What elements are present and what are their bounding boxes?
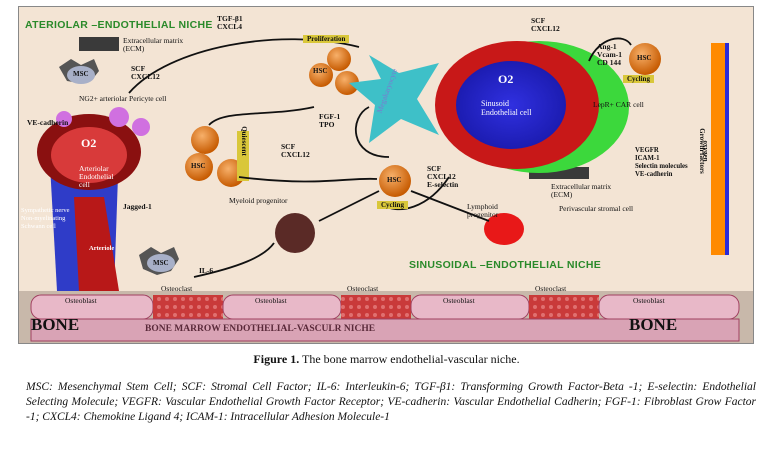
o2-label-left: O2 bbox=[81, 136, 97, 150]
msc-label-bottom: MSC bbox=[153, 259, 169, 267]
osteoblast-label-3: Osteoblast bbox=[443, 296, 475, 305]
il6-label: IL-6 bbox=[199, 266, 214, 275]
ang-vcam-cd144-label: Ang-1 Vcam-1 CD 144 bbox=[597, 42, 622, 67]
scf-cxcl12-a-label: SCF CXCL12 bbox=[131, 64, 160, 81]
arteriole-shape bbox=[37, 107, 150, 291]
niche-bottom-title: SINUSOIDAL –ENDOTHELIAL NICHE bbox=[409, 259, 602, 271]
arteriole-label: Arteriole bbox=[89, 245, 115, 252]
arteriolar-endothelial-label: Arteriolar Endothelial cell bbox=[79, 164, 114, 189]
lymphoid-progenitor-label: Lymphoid progenitor bbox=[467, 202, 499, 219]
cycling-hsc-center bbox=[379, 165, 411, 197]
osteoblast-label-4: Osteoblast bbox=[633, 296, 665, 305]
figure-caption: Figure 1. The bone marrow endothelial-va… bbox=[0, 352, 773, 367]
ecm-top-label: Extracellular matrix (ECM) bbox=[123, 36, 184, 53]
bone-label-right: BONE bbox=[629, 315, 678, 334]
myeloid-progenitor-shape bbox=[275, 213, 315, 253]
osteoclast-label-1: Osteoclast bbox=[161, 284, 193, 293]
hsc-label-proliferation: HSC bbox=[313, 67, 328, 75]
bone-label-left: BONE bbox=[31, 315, 80, 334]
jagged-label: Jagged-1 bbox=[123, 202, 152, 211]
tgf-cxcl4-label: TGF-β1 CXCL4 bbox=[217, 14, 243, 31]
fgf-tpo-label: FGF-1 TPO bbox=[319, 112, 341, 129]
oxygen-label: oxygen bbox=[701, 140, 710, 162]
msc-label-top: MSC bbox=[73, 70, 89, 78]
bone-cells bbox=[30, 294, 740, 342]
scf-eselectin-label: SCF CXCL12 E-selectin bbox=[427, 164, 459, 189]
caption-text: The bone marrow endothelial-vascular nic… bbox=[299, 352, 520, 366]
growth-factor-bar bbox=[711, 43, 725, 255]
scf-cxcl12-b-label: SCF CXCL12 bbox=[281, 142, 310, 159]
endothelial-markers-label: VEGFR ICAM-1 Selectin molecules VE-cadhe… bbox=[635, 147, 688, 178]
niche-figure: ATERIOLAR –ENDOTHELIAL NICHE SINUSOIDAL … bbox=[18, 6, 754, 344]
sympathetic-nerve-label: Sympathetic nerve Non-myelinating Schwan… bbox=[21, 207, 70, 230]
ve-cadherin-label: VE-cadherin bbox=[27, 118, 69, 127]
myeloid-progenitor-label: Myeloid progenitor bbox=[229, 196, 288, 205]
hsc-label-center: HSC bbox=[387, 176, 402, 184]
lymphoid-progenitor-shape bbox=[484, 213, 524, 245]
osteoblast-label-1: Osteoblast bbox=[65, 296, 97, 305]
niche-top-title: ATERIOLAR –ENDOTHELIAL NICHE bbox=[25, 19, 213, 31]
cycling-tag-top: Cycling bbox=[623, 75, 654, 83]
hsc-label-top-right: HSC bbox=[637, 54, 652, 62]
hsc-label-quiescent: HSC bbox=[191, 162, 206, 170]
megakaryocyte-shape bbox=[349, 55, 439, 143]
quiescent-hscs bbox=[185, 126, 249, 187]
sinusoid-endothelial-label: Sinusoid Endothelial cell bbox=[481, 99, 532, 117]
caption-label: Figure 1. bbox=[253, 352, 300, 366]
arrows bbox=[128, 37, 632, 278]
ecm-mid-label: Extracellular matrix (ECM) bbox=[551, 182, 612, 199]
cycling-hsc-top bbox=[629, 43, 661, 75]
figure-graphics bbox=[19, 37, 753, 343]
osteoblast-label-2: Osteoblast bbox=[255, 296, 287, 305]
lepr-car-label: LepR+ CAR cell bbox=[593, 100, 644, 109]
sinusoid-shape bbox=[435, 41, 629, 173]
osteoclast-label-2: Osteoclast bbox=[347, 284, 379, 293]
bone-marrow-banner: BONE MARROW ENDOTHELIAL-VASCULR NICHE bbox=[145, 324, 376, 334]
osteoclast-label-3: Osteoclast bbox=[535, 284, 567, 293]
perivascular-stromal-label: Perivascular stromal cell bbox=[559, 204, 634, 213]
cycling-tag-center: Cycling bbox=[377, 201, 408, 209]
proliferation-tag: Proliferation bbox=[303, 35, 350, 43]
scf-cxcl12-c-label: SCF CXCL12 bbox=[531, 16, 560, 33]
quiescent-label: Quiescent bbox=[239, 126, 248, 156]
o2-label-sinusoid: O2 bbox=[498, 72, 514, 86]
proliferation-hscs bbox=[309, 47, 359, 95]
abbreviations-text: MSC: Mesenchymal Stem Cell; SCF: Stromal… bbox=[26, 381, 756, 423]
ng2-pericyte-label: NG2+ arteriolar Pericyte cell bbox=[79, 94, 167, 103]
